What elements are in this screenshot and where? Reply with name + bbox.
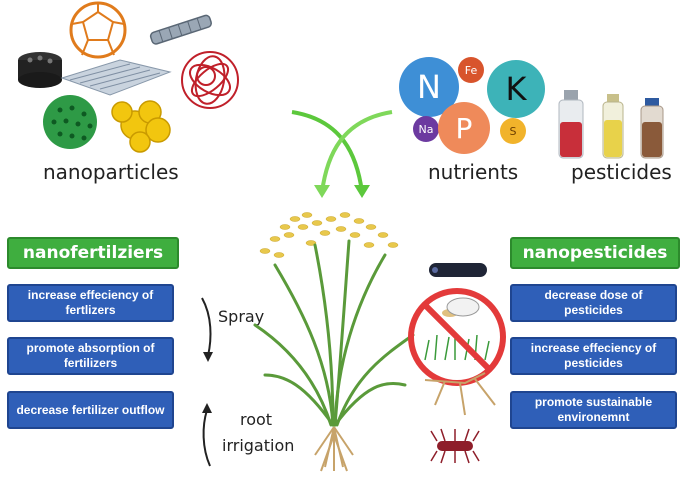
- converging-arrows: [282, 100, 402, 200]
- pesticides-caption: pesticides: [571, 160, 672, 184]
- nanotube-icon: [150, 14, 213, 45]
- nanofertilizers-label: nanofertilziers: [7, 237, 179, 269]
- bottle-yellow-icon: [603, 94, 623, 158]
- caterpillar-icon: [429, 263, 487, 277]
- tangled-polymer-icon: [182, 52, 238, 108]
- rice-plant-illustration: [245, 205, 420, 475]
- bottle-brown-icon: [641, 98, 663, 158]
- rice-leaves-icon: [255, 241, 413, 425]
- insect-icon: [442, 298, 479, 317]
- element-fe-icon: Fe: [458, 57, 484, 83]
- fertilizer-benefit-2: promote absorption of fertilizers: [7, 337, 174, 375]
- pesticide-benefit-3: promote sustainable environemnt: [510, 391, 677, 429]
- element-p-icon: P: [438, 102, 490, 154]
- nanoparticles-caption: nanoparticles: [43, 160, 179, 184]
- roots-icon: [315, 427, 353, 471]
- downward-arrow: [198, 296, 218, 364]
- fullerene-icon: [71, 3, 125, 57]
- element-s-icon: S: [500, 118, 526, 144]
- pesticide-benefit-1: decrease dose of pesticides: [510, 284, 677, 322]
- fertilizer-benefit-3: decrease fertilizer outflow: [7, 391, 174, 429]
- element-k-icon: K: [487, 60, 545, 118]
- nutrients-caption: nutrients: [428, 160, 518, 184]
- nanoparticles-illustration: [10, 0, 240, 160]
- pests-illustration: [405, 255, 515, 475]
- element-na-icon: Na: [413, 116, 439, 142]
- nanocluster-icon: [112, 101, 170, 152]
- graphene-sheet-icon: [62, 60, 170, 95]
- pesticide-bottles-illustration: [555, 88, 680, 163]
- pesticide-benefit-2: increase effeciency of pesticides: [510, 337, 677, 375]
- dotted-sphere-icon: [43, 95, 97, 149]
- bacterium-icon: [431, 429, 479, 463]
- rice-grains-icon: [260, 213, 398, 258]
- bottle-red-icon: [559, 90, 583, 158]
- fertilizer-benefit-1: increase effeciency of fertlizers: [7, 284, 174, 322]
- upward-arrow: [198, 400, 218, 470]
- porous-cylinder-icon: [18, 52, 62, 88]
- nanopesticides-label: nanopesticides: [510, 237, 680, 269]
